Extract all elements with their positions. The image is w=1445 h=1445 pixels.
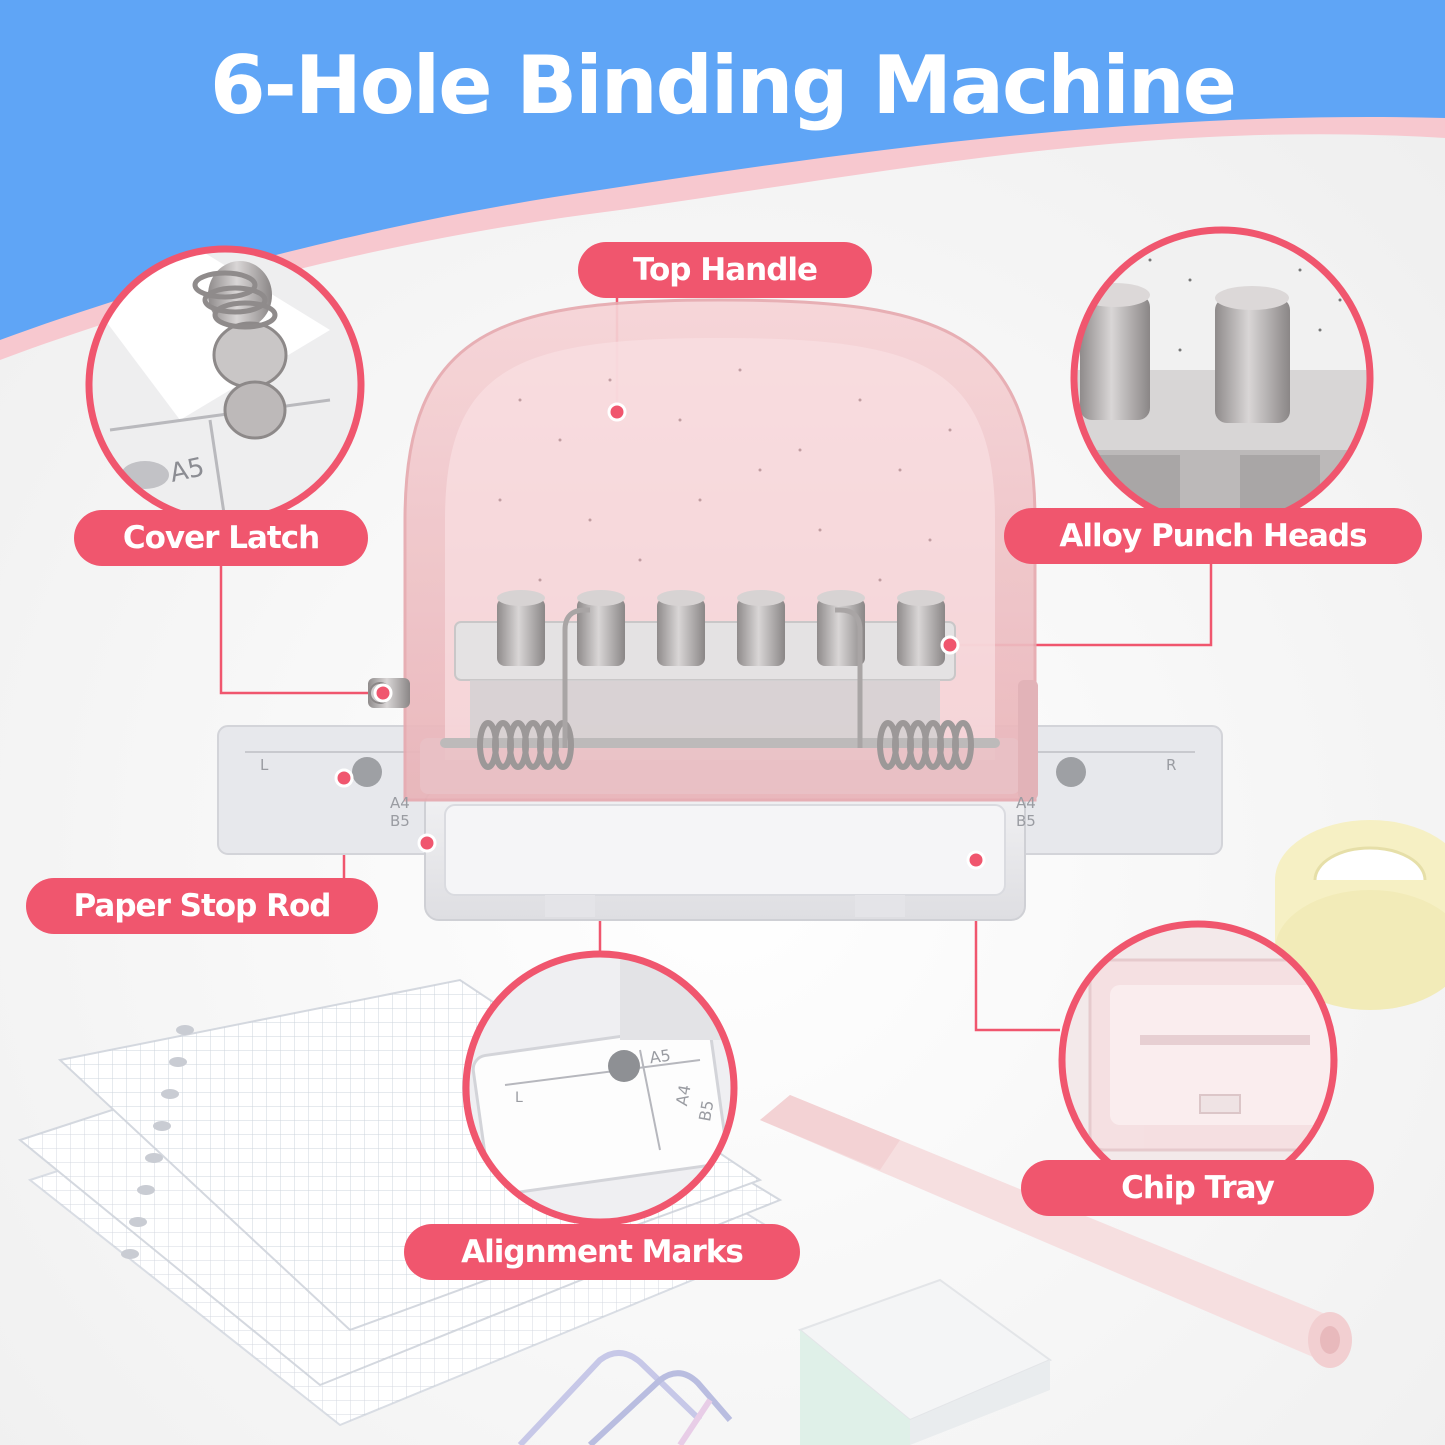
chip-tray-box bbox=[424, 789, 1026, 921]
washi-tape bbox=[1275, 820, 1445, 1010]
callout-top-handle: Top Handle bbox=[578, 242, 872, 298]
springs bbox=[440, 607, 1000, 770]
a5-mark-detail: A5 bbox=[167, 452, 207, 488]
paper-clips bbox=[517, 1350, 733, 1445]
left-mark-alignment: L bbox=[515, 1090, 523, 1106]
eraser bbox=[797, 1278, 1053, 1445]
callout-alignment-marks: Alignment Marks bbox=[404, 1224, 800, 1280]
callout-cover-latch: Cover Latch bbox=[74, 510, 368, 566]
pen bbox=[760, 1095, 1352, 1368]
left-mark: L bbox=[260, 756, 269, 774]
b5-mark-right: B5 bbox=[1016, 812, 1036, 830]
hotspot-dots bbox=[334, 402, 986, 870]
a5-mark-alignment: A5 bbox=[648, 1046, 672, 1068]
callout-chip-tray: Chip Tray bbox=[1021, 1160, 1374, 1216]
callout-paper-stop-rod: Paper Stop Rod bbox=[26, 878, 378, 934]
a4-mark-left: A4 bbox=[390, 794, 410, 812]
b5-mark-left: B5 bbox=[390, 812, 410, 830]
page-title: 6-Hole Binding Machine bbox=[209, 39, 1237, 132]
detail-chip-tray bbox=[1058, 920, 1338, 1200]
punch-heads bbox=[497, 590, 945, 666]
header-blue-band bbox=[0, 0, 1445, 340]
a4-mark-alignment: A4 bbox=[672, 1083, 694, 1107]
a4-mark-right: A4 bbox=[1016, 794, 1036, 812]
detail-cover-latch bbox=[85, 245, 365, 525]
b5-mark-alignment: B5 bbox=[695, 1099, 717, 1123]
callout-alloy-punch-heads: Alloy Punch Heads bbox=[1004, 508, 1422, 564]
right-mark: R bbox=[1166, 756, 1176, 774]
